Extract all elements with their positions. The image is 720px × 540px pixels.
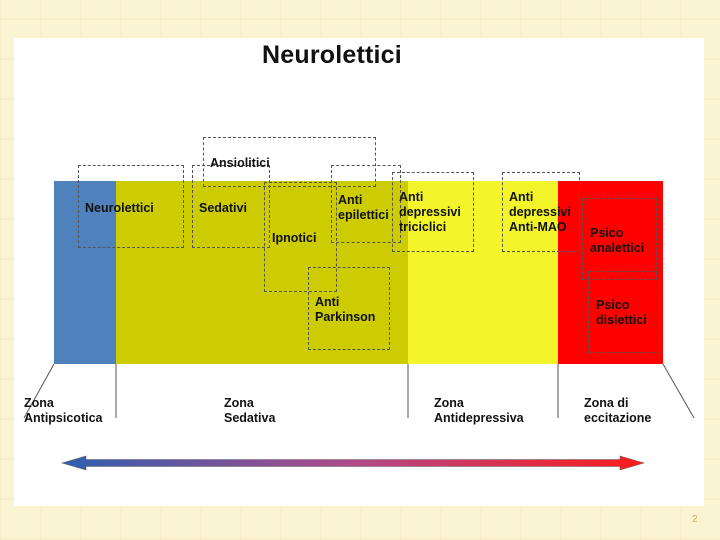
zone-band-antidepressiva bbox=[408, 181, 558, 364]
box-antiparkinson bbox=[308, 267, 390, 350]
page-number: 2 bbox=[692, 514, 698, 525]
box-psicodislettici bbox=[588, 271, 660, 353]
divider-line-left bbox=[23, 363, 55, 419]
zone-band-eccitazione bbox=[558, 181, 663, 364]
spectrum-arrow bbox=[60, 455, 646, 471]
label-psicodislettici: Psico dislettici bbox=[596, 298, 647, 327]
zone-band-antipsicotica bbox=[54, 181, 116, 364]
label-antidepressivi-triciclici: Anti depressivi triciclici bbox=[399, 190, 461, 234]
label-antidepressivi-antimao: Anti depressivi Anti-MAO bbox=[509, 190, 571, 234]
label-antiparkinson: Anti Parkinson bbox=[315, 295, 376, 324]
divider-line-right bbox=[662, 363, 695, 419]
box-neurolettici bbox=[78, 165, 184, 248]
box-antiepilettici bbox=[331, 165, 401, 243]
box-psicoanalettici bbox=[582, 198, 657, 280]
label-sedativi: Sedativi bbox=[199, 201, 247, 215]
zone-label-antidepressiva: Zona Antidepressiva bbox=[434, 396, 524, 425]
label-psicoanalettici: Psico analettici bbox=[590, 226, 645, 255]
label-ipnotici: Ipnotici bbox=[272, 231, 317, 245]
zone-label-antipsicotica: Zona Antipsicotica bbox=[24, 396, 103, 425]
box-ansiolitici bbox=[203, 137, 376, 187]
zone-label-eccitazione: Zona di eccitazione bbox=[584, 396, 652, 425]
box-antidepressivi-triciclici bbox=[392, 172, 474, 252]
label-antiepilettici: Anti epilettici bbox=[338, 193, 389, 222]
zone-band-sedativa bbox=[116, 181, 408, 364]
box-sedativi bbox=[192, 165, 270, 248]
zone-label-sedativa: Zona Sedativa bbox=[224, 396, 276, 425]
box-antidepressivi-antimao bbox=[502, 172, 580, 252]
page-title: Neurolettici bbox=[262, 41, 402, 69]
label-neurolettici: Neurolettici bbox=[85, 201, 154, 215]
box-ipnotici bbox=[264, 182, 337, 292]
label-ansiolitici: Ansiolitici bbox=[210, 156, 270, 170]
